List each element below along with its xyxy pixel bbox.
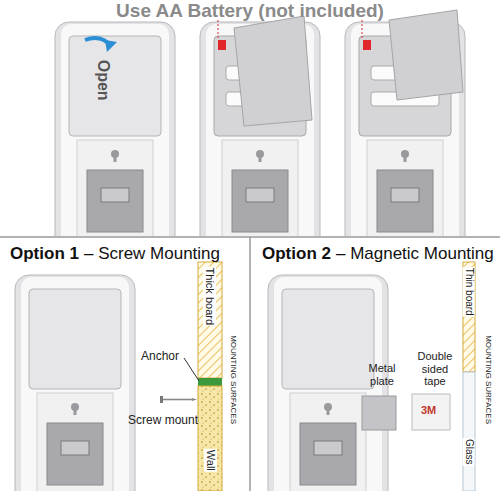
shape xyxy=(389,10,463,100)
leader-line xyxy=(362,20,363,40)
part-label: Double sided tape xyxy=(410,350,460,388)
shape xyxy=(29,289,121,389)
device-cover-removed xyxy=(345,10,465,262)
option-name: – Screw Mounting xyxy=(84,244,220,264)
surface-label: Glass xyxy=(463,438,475,466)
option-number: Option 1 xyxy=(10,244,79,264)
shape xyxy=(69,36,161,136)
wall xyxy=(198,386,222,491)
shape xyxy=(55,22,175,262)
shape xyxy=(234,16,312,126)
option-name: – Magnetic Mounting xyxy=(336,244,494,264)
brand-mark: 3M xyxy=(421,404,436,417)
divider xyxy=(249,237,251,491)
surface-caption: MOUNTING SURFACES xyxy=(228,336,237,425)
leader-line xyxy=(184,358,199,381)
shape xyxy=(163,399,192,401)
shape xyxy=(282,289,374,389)
option-heading: Option 2– Magnetic Mounting xyxy=(262,244,494,264)
double-sided-tape xyxy=(412,394,450,430)
screw xyxy=(160,396,197,403)
device-cover-opening xyxy=(200,16,320,262)
open-label: Open xyxy=(93,60,111,101)
anchor-band xyxy=(198,378,222,386)
surface-label: Wall xyxy=(204,449,217,472)
surface-caption: MOUNTING SURFACES xyxy=(483,336,492,425)
leader-line xyxy=(218,20,219,40)
thin-board xyxy=(463,262,475,372)
part-label: Screw mount xyxy=(128,414,198,428)
option-heading: Option 1– Screw Mounting xyxy=(10,244,220,264)
device-closed xyxy=(55,22,175,262)
surface-label: Thin board xyxy=(463,267,475,317)
shape xyxy=(105,40,117,52)
option-number: Option 2 xyxy=(262,244,331,264)
metal-plate xyxy=(362,396,396,430)
part-label: Anchor xyxy=(141,350,179,364)
part-label: Metal plate xyxy=(362,362,402,387)
title: Use AA Battery (not included) xyxy=(0,0,500,22)
device-magnetic xyxy=(268,275,388,491)
shape xyxy=(160,396,163,403)
device-screw xyxy=(15,275,135,491)
shape xyxy=(192,398,197,401)
shape xyxy=(268,275,388,491)
glass xyxy=(463,372,475,491)
shape xyxy=(15,275,135,491)
thick-board xyxy=(198,262,222,378)
surface-label: Thick board xyxy=(204,266,217,325)
